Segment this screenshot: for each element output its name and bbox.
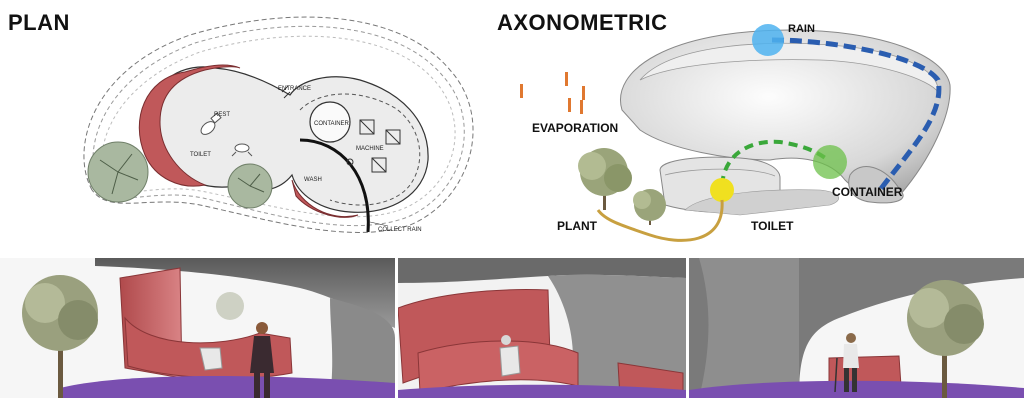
green-flow-line [720, 139, 830, 186]
canopy-bowl [620, 29, 951, 198]
machine-box-1 [359, 119, 375, 135]
render1-floor [60, 376, 395, 398]
plan-title: PLAN [8, 10, 70, 35]
machine-box-2 [385, 129, 401, 145]
container-stem [848, 166, 904, 204]
plant-pipe [596, 199, 724, 242]
rain-flow-line [771, 37, 942, 192]
axo-label-toilet: TOILET [751, 219, 794, 233]
render3-person [834, 333, 859, 393]
axo-tree-plant [578, 148, 632, 210]
axo-label-evaporation: EVAPORATION [532, 121, 618, 135]
axo-label-rain: RAIN [788, 23, 815, 35]
axonometric-drawing: RAIN EVAPORATION CONTAINER PLANT TOILET [520, 23, 951, 242]
render1-person [250, 322, 274, 398]
container-circle [309, 101, 351, 143]
plan-tree-mid [227, 163, 273, 209]
render1-tree [22, 275, 98, 398]
render-panel-1 [0, 258, 395, 398]
container-circle-axo [813, 145, 847, 179]
machine-box-3 [371, 157, 387, 173]
render2-ceiling [398, 258, 686, 283]
container-zone-outline [299, 93, 421, 206]
render-panel-2 [398, 258, 686, 398]
plan-label-rest: REST [214, 112, 230, 118]
render3-tree [907, 280, 984, 398]
render3-column [699, 258, 799, 398]
plan-label-container: CONTAINER [314, 121, 350, 127]
render2-toilet [499, 345, 521, 377]
plan-tree-left [87, 141, 149, 203]
render2-floor [398, 384, 686, 398]
render1-toilet [199, 347, 223, 371]
inner-dashed-outline [92, 25, 465, 227]
axo-label-plant: PLANT [557, 219, 598, 233]
toilet-circle [710, 178, 734, 202]
plan-red-wall-lower [291, 179, 359, 218]
render2-figure [501, 335, 511, 345]
axo-label-container: CONTAINER [832, 185, 903, 199]
plan-red-wall-left [138, 64, 241, 187]
entrance-marker [281, 85, 291, 99]
render1-tree-bg [216, 292, 244, 320]
inner-dashed-outline-2 [101, 35, 456, 218]
plan-label-entrance: ENTRANCE [278, 86, 311, 92]
render2-column [548, 274, 686, 398]
render1-ceiling [95, 258, 395, 328]
render-panel-3 [689, 258, 1024, 398]
rain-circle [752, 24, 784, 56]
toilet-fixture [200, 112, 222, 135]
plan-label-toilet: TOILET [190, 152, 211, 158]
axo-tree-small [633, 189, 666, 225]
wash-tap [346, 158, 354, 166]
plan-drawing: REST TOILET ENTRANCE CONTAINER MACHINE W… [83, 16, 474, 233]
plan-label-machine: MACHINE [356, 146, 384, 152]
outer-dashed-outline [83, 16, 474, 233]
evaporation-marks [520, 72, 585, 114]
plan-label-collect-rain: COLLECT RAIN [378, 227, 422, 233]
axonometric-title: AXONOMETRIC [497, 10, 668, 35]
rest-fixture [231, 143, 253, 157]
render1-column [330, 298, 395, 398]
plan-label-wash: WASH [304, 177, 322, 183]
